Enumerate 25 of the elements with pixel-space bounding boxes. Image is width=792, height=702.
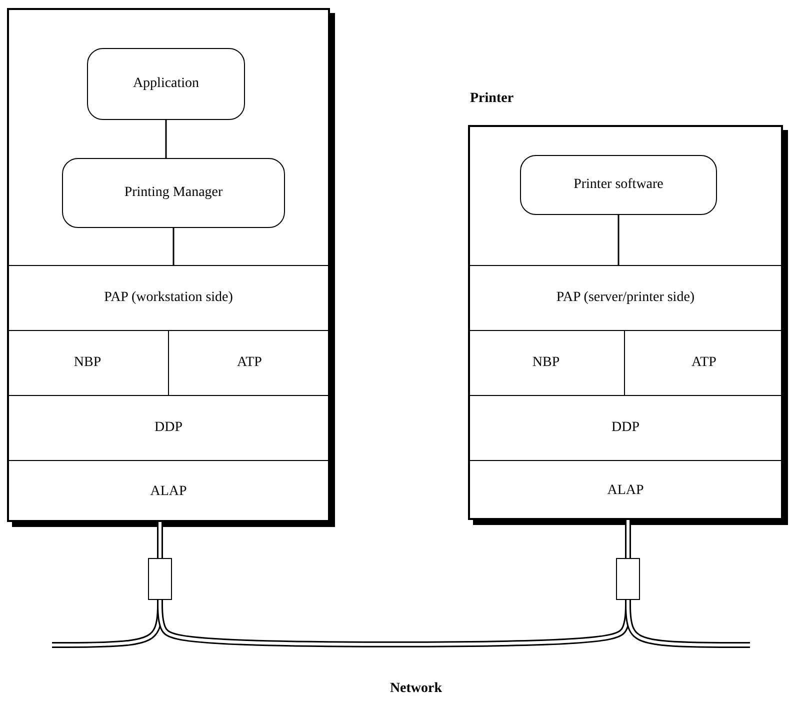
panel-heading: Printer [470,91,514,107]
layer-box [7,330,169,395]
layer-label: NBP [532,355,560,371]
connector-line [172,228,174,265]
layer-label: DDP [154,420,182,436]
layer-label: ATP [237,355,262,371]
layer-label: PAP (workstation side) [104,290,233,306]
layer-label: Printing Manager [124,185,223,201]
layer-label: ALAP [150,484,187,500]
layer-label: ATP [692,355,716,371]
layer-label: NBP [74,355,102,371]
layer-label: ALAP [607,482,644,498]
connector-line [618,215,620,265]
process-box [520,155,717,215]
transceiver-box [616,558,640,600]
layer-label: PAP (server/printer side) [556,290,695,306]
layer-box [468,330,625,395]
process-box [62,158,285,228]
layer-label: DDP [611,420,640,436]
layer-label: Application [132,76,200,92]
layer-label: Printer software [574,177,664,193]
network-label: Network [390,681,442,697]
connector-line [165,120,167,158]
process-box [87,48,245,120]
transceiver-box [148,558,172,600]
